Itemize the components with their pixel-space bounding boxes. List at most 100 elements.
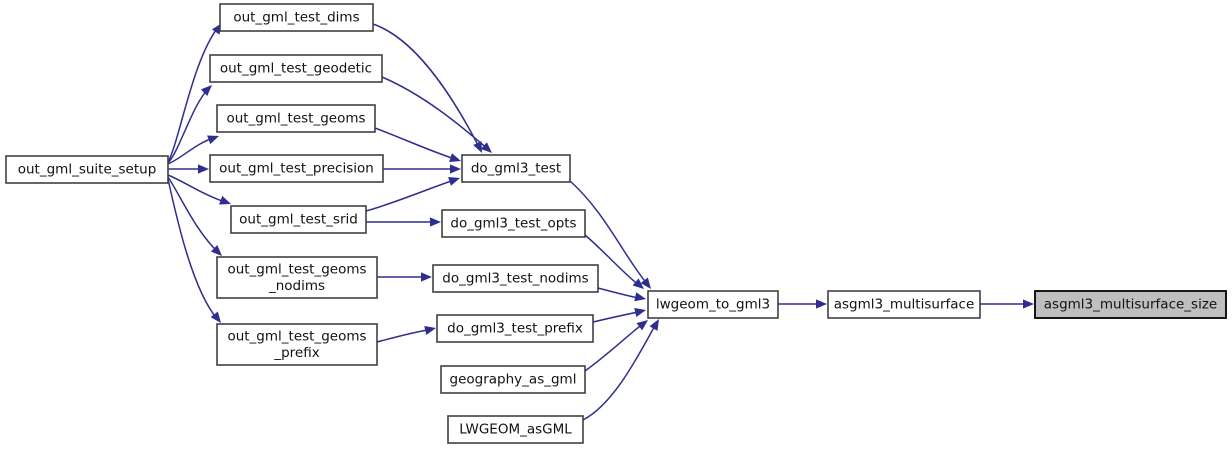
edge-line <box>582 321 658 421</box>
arrowhead-icon <box>449 153 461 162</box>
node-do_gml3_test_opts[interactable]: do_gml3_test_opts <box>441 209 586 238</box>
node-box[interactable] <box>216 256 378 299</box>
node-out_gml_test_geodetic[interactable]: out_gml_test_geodetic <box>209 54 383 83</box>
edge-do_gml3_test_prefix-to-lwgeom_to_gml3 <box>592 307 646 323</box>
arrowhead-icon <box>634 307 646 317</box>
node-lwgeom_to_gml3[interactable]: lwgeom_to_gml3 <box>647 290 779 319</box>
node-do_gml3_test_prefix[interactable]: do_gml3_test_prefix <box>436 314 594 343</box>
node-label: out_gml_test_precision <box>219 161 374 177</box>
arrowhead-icon <box>640 277 651 289</box>
edge-out_gml_test_geoms_prefix-to-do_gml3_test_prefix <box>376 325 436 343</box>
node-out_gml_test_geoms[interactable]: out_gml_test_geoms <box>216 104 376 133</box>
node-box[interactable] <box>432 264 599 293</box>
arrowhead-icon <box>632 278 644 289</box>
node-box[interactable] <box>647 290 779 319</box>
node-box[interactable] <box>209 154 384 183</box>
node-label: out_gml_test_geodetic <box>220 61 372 77</box>
node-label: geography_as_gml <box>450 372 577 388</box>
node-box[interactable] <box>230 205 367 234</box>
node-do_gml3_test[interactable]: do_gml3_test <box>461 154 571 183</box>
arrowhead-icon <box>473 141 482 153</box>
node-asgml3_multisurface[interactable]: asgml3_multisurface <box>827 290 981 319</box>
node-box[interactable] <box>461 154 571 183</box>
node-box[interactable] <box>216 323 378 366</box>
arrowhead-icon <box>636 320 648 331</box>
edge-out_gml_suite_setup-to-out_gml_test_geoms_nodims <box>167 176 222 256</box>
arrowhead-icon <box>634 292 646 302</box>
node-out_gml_test_srid[interactable]: out_gml_test_srid <box>230 205 367 234</box>
edge-LWGEOM_asGML-to-lwgeom_to_gml3 <box>582 319 659 421</box>
edge-out_gml_suite_setup-to-out_gml_test_srid <box>167 174 231 205</box>
node-LWGEOM_asGML[interactable]: LWGEOM_asGML <box>447 415 584 444</box>
node-box[interactable] <box>216 104 376 133</box>
node-box[interactable] <box>219 3 374 32</box>
arrowhead-icon <box>450 164 461 174</box>
arrowhead-icon <box>430 217 441 227</box>
node-label: out_gml_test_geoms <box>226 111 365 127</box>
edge-out_gml_test_dims-to-do_gml3_test <box>372 23 482 153</box>
edge-out_gml_suite_setup-to-out_gml_test_geoms_prefix <box>167 178 221 323</box>
arrowhead-icon <box>1023 299 1034 309</box>
edge-out_gml_test_geoms_nodims-to-do_gml3_test_nodims <box>377 272 432 282</box>
edge-do_gml3_test_nodims-to-lwgeom_to_gml3 <box>597 287 646 302</box>
arrowhead-icon <box>200 85 212 96</box>
edge-out_gml_suite_setup-to-out_gml_test_geoms <box>167 135 219 165</box>
edge-do_gml3_test-to-lwgeom_to_gml3 <box>569 180 651 289</box>
node-out_gml_test_geoms_prefix[interactable]: out_gml_test_geoms_prefix <box>216 323 378 366</box>
arrowhead-icon <box>448 177 460 186</box>
arrowhead-icon <box>210 311 221 323</box>
edge-out_gml_test_geoms-to-do_gml3_test <box>374 127 461 162</box>
arrowhead-icon <box>424 325 436 335</box>
edge-geography_as_gml-to-lwgeom_to_gml3 <box>584 320 648 372</box>
edge-line <box>374 127 459 161</box>
edge-out_gml_suite_setup-to-out_gml_test_geodetic <box>167 85 212 164</box>
node-label: out_gml_test_geoms <box>227 328 366 344</box>
node-label: do_gml3_test_opts <box>450 216 576 232</box>
node-out_gml_test_precision[interactable]: out_gml_test_precision <box>209 154 384 183</box>
node-box[interactable] <box>447 415 584 444</box>
arrowhead-icon <box>480 142 492 153</box>
node-label: out_gml_test_dims <box>233 10 359 26</box>
edge-line <box>584 321 646 372</box>
node-box[interactable] <box>5 155 169 184</box>
node-box[interactable] <box>440 365 586 394</box>
edge-out_gml_suite_setup-to-out_gml_test_precision <box>168 164 209 174</box>
node-box[interactable] <box>441 209 586 238</box>
node-asgml3_multisurface_size[interactable]: asgml3_multisurface_size <box>1034 290 1227 319</box>
node-label: asgml3_multisurface <box>834 297 975 313</box>
node-out_gml_suite_setup[interactable]: out_gml_suite_setup <box>5 155 169 184</box>
node-label: do_gml3_test <box>471 161 561 177</box>
edge-line <box>167 176 220 254</box>
node-label: out_gml_test_geoms <box>227 261 366 277</box>
edge-line <box>376 328 434 343</box>
node-label: do_gml3_test_nodims <box>442 271 588 287</box>
node-label: do_gml3_test_prefix <box>447 321 583 337</box>
edge-lwgeom_to_gml3-to-asgml3_multisurface <box>778 299 827 309</box>
node-geography_as_gml[interactable]: geography_as_gml <box>440 365 586 394</box>
edge-out_gml_suite_setup-to-out_gml_test_dims <box>167 23 222 163</box>
arrowhead-icon <box>649 319 659 331</box>
node-out_gml_test_dims[interactable]: out_gml_test_dims <box>219 3 374 32</box>
node-out_gml_test_geoms_nodims[interactable]: out_gml_test_geoms_nodims <box>216 256 378 299</box>
edge-out_gml_test_precision-to-do_gml3_test <box>383 164 461 174</box>
node-box[interactable] <box>436 314 594 343</box>
edge-line <box>372 23 481 150</box>
arrowhead-icon <box>198 164 209 174</box>
node-box[interactable] <box>1034 290 1227 319</box>
node-label: _nodims <box>268 278 325 294</box>
edge-line <box>167 25 220 163</box>
edge-do_gml3_test_opts-to-lwgeom_to_gml3 <box>584 234 644 289</box>
arrowhead-icon <box>421 272 432 282</box>
node-label: lwgeom_to_gml3 <box>656 297 770 313</box>
edges-layer <box>167 23 1034 421</box>
node-label: out_gml_test_srid <box>239 212 358 228</box>
arrowhead-icon <box>207 135 219 145</box>
edge-line <box>381 76 490 151</box>
arrowhead-icon <box>816 299 827 309</box>
node-box[interactable] <box>827 290 981 319</box>
node-do_gml3_test_nodims[interactable]: do_gml3_test_nodims <box>432 264 599 293</box>
node-box[interactable] <box>209 54 383 83</box>
nodes-layer: out_gml_suite_setup out_gml_test_dims out_… <box>5 3 1227 444</box>
node-label: LWGEOM_asGML <box>459 422 572 438</box>
